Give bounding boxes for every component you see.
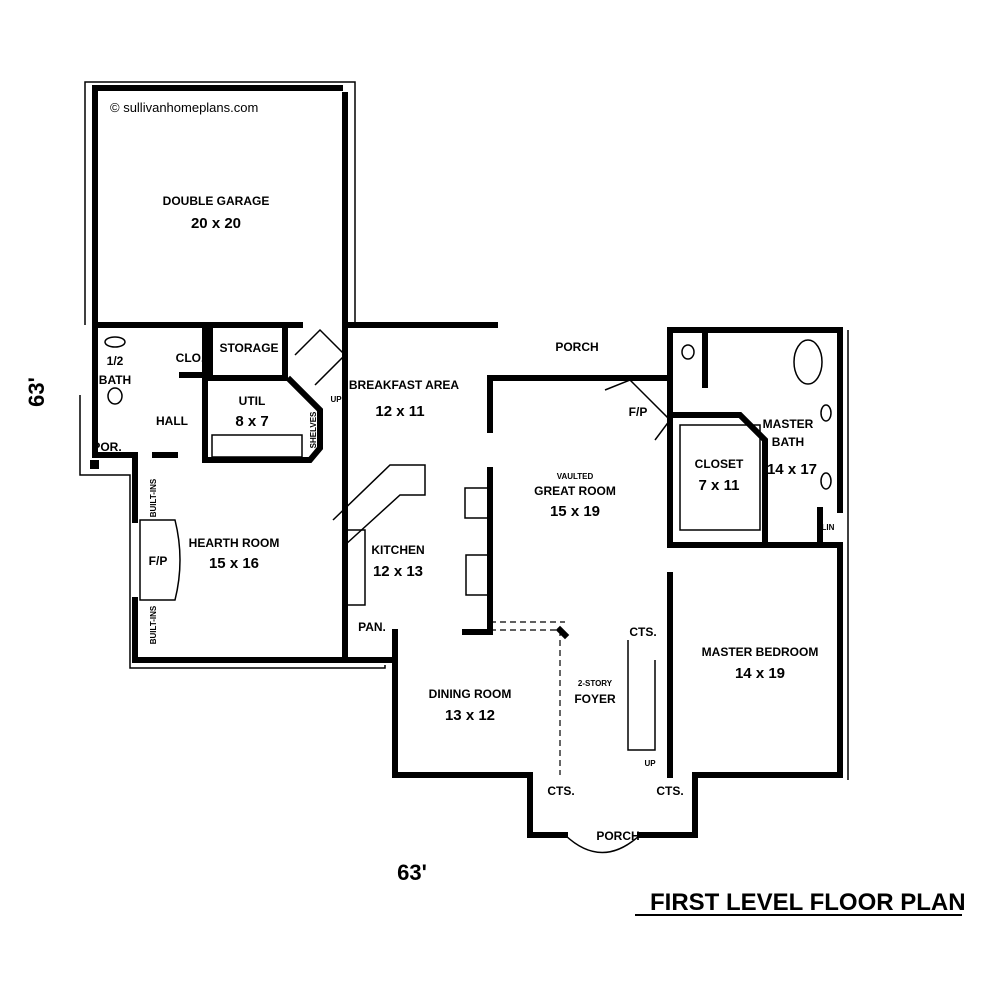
copyright-text: © sullivanhomeplans.com [110, 100, 258, 115]
cts-left-label: CTS. [547, 784, 574, 798]
up-front-label: UP [644, 759, 656, 768]
width-dimension: 63' [397, 860, 427, 885]
master-bath-size: 14 x 17 [767, 461, 817, 478]
closet-size: 7 x 11 [699, 477, 740, 494]
breakfast-name: BREAKFAST AREA [349, 378, 460, 392]
half-bath-name: 1/2 [107, 354, 124, 368]
fp-hearth-label: F/P [149, 554, 168, 568]
clo-label: CLO. [176, 351, 205, 365]
fridge [344, 529, 366, 606]
great-room-note: VAULTED [557, 472, 594, 481]
shelves-label: SHELVES [309, 411, 318, 448]
master-bath-name: MASTER [763, 417, 814, 431]
rear-porch-label: PORCH [555, 340, 598, 354]
fp-great-label: F/P [629, 405, 648, 419]
island [464, 487, 491, 519]
walls [92, 85, 843, 838]
storage-label: STORAGE [219, 341, 278, 355]
outer-lines [79, 81, 849, 780]
hall-label: HALL [156, 414, 188, 428]
foyer-note: 2-STORY [578, 679, 613, 688]
closet-name: CLOSET [695, 457, 744, 471]
bathtub-icon [793, 339, 823, 385]
builtins-top-label: BUILT-INS [149, 478, 158, 517]
great-room-name: GREAT ROOM [534, 484, 616, 498]
beams [490, 621, 565, 775]
foyer-name: FOYER [574, 692, 616, 706]
sink-icon [820, 404, 832, 422]
counter [211, 434, 303, 458]
dining-size: 13 x 12 [445, 707, 495, 724]
cts-stair-label: CTS. [629, 625, 656, 639]
hearth-name: HEARTH ROOM [189, 536, 280, 550]
front-porch-label: PORCH [596, 829, 639, 843]
master-bath-name-2: BATH [772, 435, 804, 449]
master-bed-name: MASTER BEDROOM [702, 645, 819, 659]
garage-name: DOUBLE GARAGE [163, 194, 270, 208]
hearth-size: 15 x 16 [209, 555, 259, 572]
kitchen-size: 12 x 13 [373, 563, 423, 580]
sink-icon [104, 336, 126, 348]
lin-label: LIN [822, 523, 835, 532]
util-size: 8 x 7 [235, 413, 268, 430]
cts-right-label: CTS. [656, 784, 683, 798]
util-name: UTIL [239, 394, 266, 408]
porch-curve [564, 834, 641, 854]
closet-rod [679, 424, 761, 531]
builtins-bottom-label: BUILT-INS [149, 605, 158, 644]
depth-dimension: 63' [24, 377, 49, 407]
post [90, 460, 99, 469]
up-rear-label: UP [330, 395, 342, 404]
plan-title: FIRST LEVEL FLOOR PLAN [650, 889, 966, 916]
master-bed-size: 14 x 19 [735, 665, 785, 682]
kitchen-name: KITCHEN [371, 543, 424, 557]
sink-icon [820, 472, 832, 490]
pantry-label: PAN. [358, 620, 386, 634]
half-bath-name-2: BATH [99, 373, 131, 387]
dining-name: DINING ROOM [429, 687, 512, 701]
fireplace-icon [139, 519, 181, 601]
great-room-size: 15 x 19 [550, 503, 600, 520]
garage-size: 20 x 20 [191, 215, 241, 232]
range-icon [465, 554, 489, 596]
breakfast-size: 12 x 11 [375, 403, 424, 420]
toilet-icon [681, 344, 695, 360]
side-porch-label: POR. [92, 440, 121, 454]
toilet-icon [107, 387, 123, 405]
fixtures [104, 328, 832, 854]
